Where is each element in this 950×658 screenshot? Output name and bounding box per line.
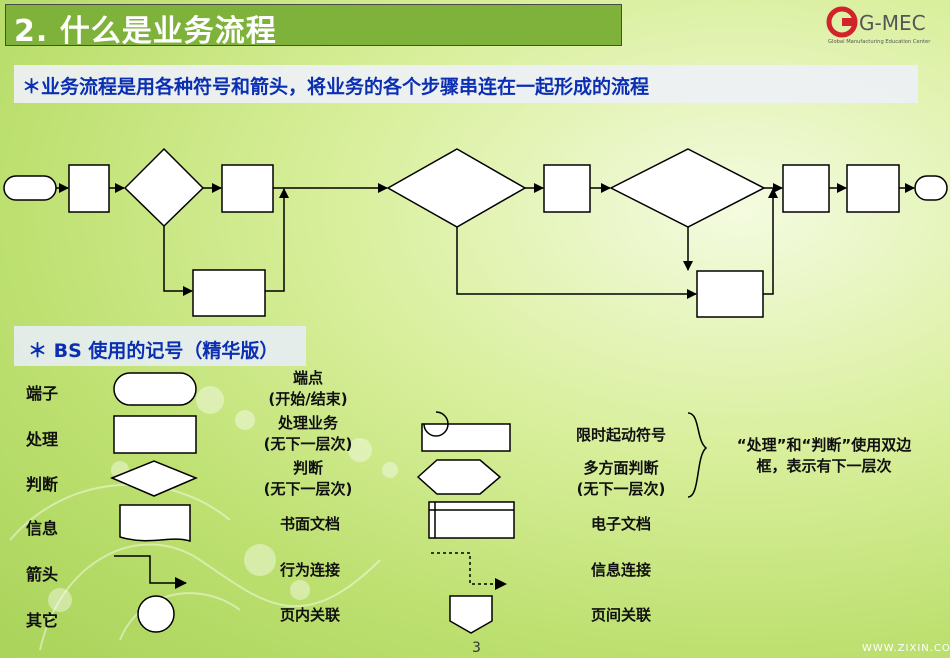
subtitle: ＊业务流程是用各种符号和箭头，将业务的各个步骤串连在一起形成的流程 [22, 76, 650, 98]
flow-process-3 [543, 164, 591, 213]
legend-label-document: 信息 [26, 519, 59, 538]
flow-terminal-end [914, 175, 948, 201]
caption-terminal: 端点(开始/结束) [268, 369, 348, 408]
caption-off-page-connector: 页间关联 [590, 606, 651, 624]
g-mec-logo: G-MEC Global Manufacturing Education Cen… [826, 6, 931, 45]
terminal-symbol [113, 372, 197, 406]
timed-start-icon [423, 411, 449, 437]
flow-process-2 [221, 164, 274, 213]
svg-text:Global Manufacturing Education: Global Manufacturing Education Center [828, 39, 931, 45]
flow-process-branch-2 [696, 270, 764, 318]
caption-process: 处理业务(无下一层次) [263, 414, 353, 453]
flow-arrow [456, 227, 697, 299]
caption-document: 书面文档 [279, 515, 340, 533]
flow-arrow [763, 188, 778, 295]
title-bar [5, 4, 622, 46]
document-symbol [119, 504, 191, 543]
caption-timed-start: 限时起动符号 [575, 426, 666, 444]
flow-process-4 [782, 164, 830, 213]
decision-symbol [110, 460, 198, 497]
legend-label-arrow: 箭头 [26, 565, 59, 584]
info-connection-arrow [431, 552, 507, 590]
caption-info-connection: 信息连接 [590, 561, 651, 579]
caption-page-connector: 页内关联 [279, 606, 340, 624]
timed-start-symbol [421, 423, 511, 452]
action-connection-arrow [114, 555, 187, 589]
flow-arrow [163, 226, 193, 296]
flow-process-branch-1 [192, 269, 266, 317]
caption-action-connection: 行为连接 [279, 561, 340, 579]
legend-title: ＊ BS 使用的记号（精华版） [28, 340, 279, 362]
page-number: 3 [472, 640, 481, 656]
legend-label-terminal: 端子 [26, 384, 59, 403]
flow-arrow [265, 188, 289, 292]
double-border-note: “处理”和“判断”使用双边框，表示有下一层次 [736, 436, 912, 475]
legend-title-bar [14, 326, 306, 366]
page-connector-symbol [137, 595, 175, 633]
caption-multi-decision: 多方面判断(无下一层次) [576, 459, 666, 498]
caption-decision: 判断(无下一层次) [263, 459, 353, 498]
legend-label-decision: 判断 [26, 475, 59, 494]
svg-text:G-MEC: G-MEC [859, 11, 926, 35]
legend-label-process: 处理 [26, 430, 59, 449]
legend-label-other: 其它 [26, 611, 59, 630]
caption-electronic-document: 电子文档 [590, 515, 651, 533]
flow-process-1 [68, 164, 110, 213]
electronic-document-symbol [428, 501, 515, 539]
page-title: 2. 什么是业务流程 [14, 14, 277, 49]
process-symbol [113, 415, 197, 454]
note-brace [687, 412, 708, 498]
subtitle-bar [14, 65, 918, 103]
multi-decision-symbol [416, 459, 502, 495]
watermark: WWW.ZIXIN.COM.CN [862, 643, 950, 654]
off-page-connector-symbol [449, 595, 493, 634]
